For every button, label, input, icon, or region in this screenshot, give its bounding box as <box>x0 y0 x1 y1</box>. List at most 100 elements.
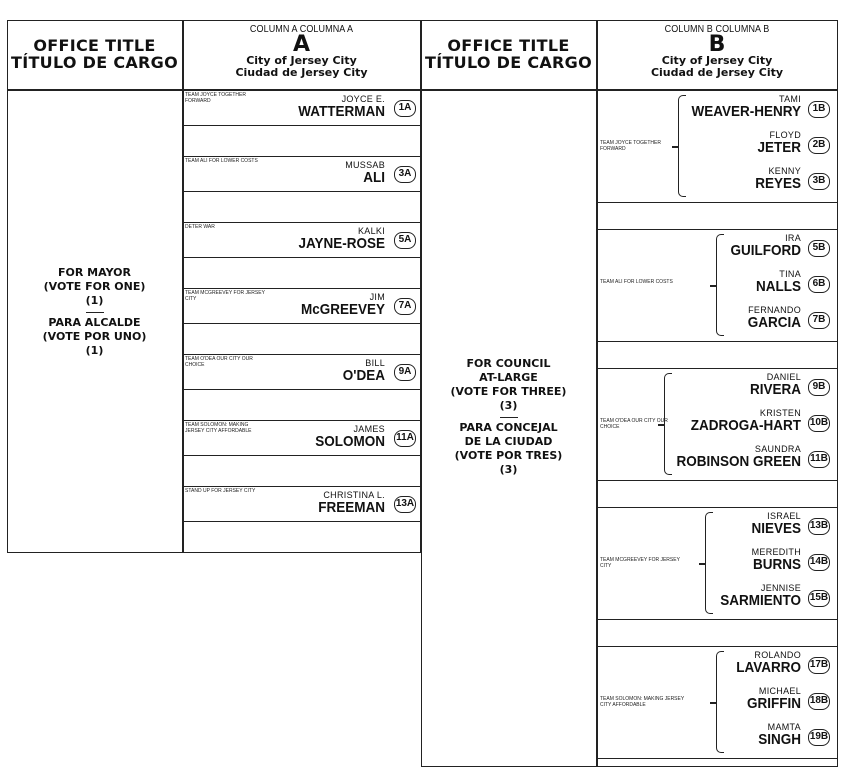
candidate-last-name: REYES <box>755 175 801 192</box>
candidate-first-name: KENNY <box>768 166 801 176</box>
row-separator <box>596 341 838 343</box>
candidate-last-name: ZADROGA-HART <box>690 417 801 434</box>
vote-oval[interactable]: 6B <box>808 276 830 293</box>
office-title-header-a: OFFICE TITLE TÍTULO DE CARGO <box>7 37 182 71</box>
vote-oval[interactable]: 13B <box>808 518 830 535</box>
office-title-es: TÍTULO DE CARGO <box>424 53 593 72</box>
vote-oval[interactable]: 18B <box>808 693 830 710</box>
vote-oval[interactable]: 7B <box>808 312 830 329</box>
row-separator <box>596 758 838 760</box>
party-name: TEAM O'DEA OUR CITY OUR CHOICE <box>600 418 668 430</box>
vote-oval[interactable]: 9B <box>808 379 830 396</box>
party-brace <box>716 234 724 336</box>
vote-oval[interactable]: 17B <box>808 657 830 674</box>
party-name: TEAM McGREEVEY FOR JERSEY CITY <box>600 557 680 569</box>
council-count-es: (3) <box>499 463 518 476</box>
row-separator <box>182 288 421 290</box>
vote-oval[interactable]: 5A <box>394 232 416 249</box>
party-name: TEAM JOYCE TOGETHER FORWARD <box>600 140 661 152</box>
row-separator <box>182 222 421 224</box>
party-brace-tip <box>710 285 716 287</box>
vote-oval[interactable]: 2B <box>808 137 830 154</box>
office-title-header-b: OFFICE TITLE TÍTULO DE CARGO <box>421 37 596 71</box>
vote-oval[interactable]: 13A <box>394 496 416 513</box>
candidate-first-name: ISRAEL <box>767 511 801 521</box>
candidate-last-name: SARMIENTO <box>720 592 801 609</box>
column-a-header: COLUMN A COLUMNA A A City of Jersey City… <box>182 24 421 79</box>
candidate-first-name: TAMI <box>778 94 801 104</box>
council-vote-for-en: (VOTE FOR THREE) <box>450 385 567 398</box>
party-brace <box>705 512 713 614</box>
vote-oval[interactable]: 19B <box>808 729 830 746</box>
council-title-en: FOR COUNCIL <box>466 357 551 370</box>
party-brace-tip <box>710 702 716 704</box>
column-b-city-es: Ciudad de Jersey City <box>650 66 784 79</box>
vote-oval[interactable]: 5B <box>808 240 830 257</box>
column-b-letter: B <box>708 32 726 57</box>
vote-oval[interactable]: 1B <box>808 101 830 118</box>
mayor-count-en: (1) <box>85 294 104 307</box>
vote-oval[interactable]: 10B <box>808 415 830 432</box>
candidate-last-name: ROBINSON GREEN <box>676 453 801 470</box>
candidate-first-name: KRISTEN <box>759 408 801 418</box>
candidate-first-name: KALKI <box>357 226 385 236</box>
council-office-title: FOR COUNCIL AT-LARGE (VOTE FOR THREE) (3… <box>421 357 596 477</box>
candidate-name: CHRISTINA L.FREEMAN <box>242 490 385 516</box>
vote-oval[interactable]: 9A <box>394 364 416 381</box>
vote-oval[interactable]: 3A <box>394 166 416 183</box>
office-title-en: OFFICE TITLE <box>33 36 156 55</box>
row-separator <box>596 646 838 648</box>
party-name: TEAM O'DEA OUR CITY OUR CHOICE <box>185 356 253 368</box>
candidate-first-name: FLOYD <box>769 130 801 140</box>
candidate-last-name: McGREEVEY <box>300 301 385 318</box>
row-separator <box>182 156 421 158</box>
candidate-last-name: ALI <box>363 169 385 186</box>
candidate-last-name: LAVARRO <box>736 659 801 676</box>
candidate-first-name: CHRISTINA L. <box>323 490 385 500</box>
candidate-first-name: TINA <box>779 269 801 279</box>
row-separator <box>182 420 421 422</box>
mayor-vote-for-en: (VOTE FOR ONE) <box>43 280 146 293</box>
row-separator <box>182 455 421 457</box>
office-title-es: TÍTULO DE CARGO <box>10 53 179 72</box>
candidate-first-name: JOYCE E. <box>341 94 385 104</box>
row-separator <box>596 480 838 482</box>
vote-oval[interactable]: 1A <box>394 100 416 117</box>
column-a-letter: A <box>292 32 311 57</box>
candidate-last-name: GRIFFIN <box>747 695 801 712</box>
vote-oval[interactable]: 11B <box>808 451 830 468</box>
candidate-last-name: SOLOMON <box>315 433 385 450</box>
candidate-first-name: FERNANDO <box>748 305 801 315</box>
candidate-last-name: WATTERMAN <box>298 103 385 120</box>
candidate-first-name: MICHAEL <box>758 686 801 696</box>
council-section-frame <box>421 20 838 767</box>
mayor-divider <box>182 20 184 553</box>
candidate-last-name: BURNS <box>752 556 801 573</box>
divider-dash <box>85 312 104 313</box>
vote-oval[interactable]: 11A <box>394 430 416 447</box>
mayor-count-es: (1) <box>85 344 104 357</box>
vote-oval[interactable]: 14B <box>808 554 830 571</box>
candidate-first-name: DANIEL <box>766 372 801 382</box>
candidate-last-name: RIVERA <box>749 381 801 398</box>
candidate-last-name: FREEMAN <box>318 499 385 516</box>
row-separator <box>596 229 838 231</box>
row-separator <box>182 125 421 127</box>
vote-oval[interactable]: 15B <box>808 590 830 607</box>
row-separator <box>182 257 421 259</box>
candidate-first-name: JENNISE <box>760 583 801 593</box>
column-a-label: COLUMN A COLUMNA A <box>249 24 354 35</box>
vote-oval[interactable]: 3B <box>808 173 830 190</box>
vote-oval[interactable]: 7A <box>394 298 416 315</box>
column-a-city-es: Ciudad de Jersey City <box>235 66 368 79</box>
row-separator <box>182 521 421 523</box>
party-brace <box>716 651 724 753</box>
council-count-en: (3) <box>499 399 518 412</box>
